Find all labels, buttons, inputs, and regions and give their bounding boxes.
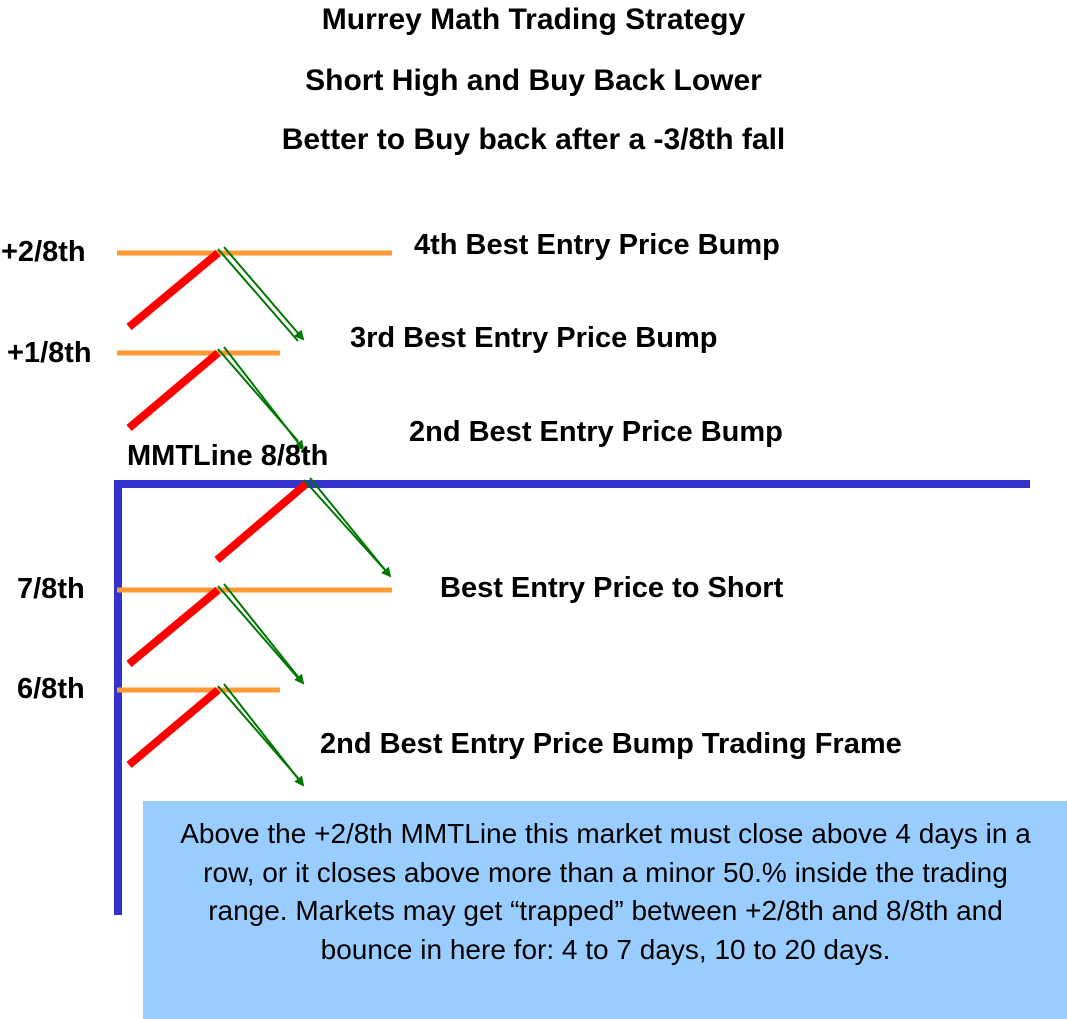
title-line-2: Short High and Buy Back Lower	[305, 64, 762, 97]
rise-line-3	[214, 480, 309, 564]
level-label-mmt-8-8: MMTLine 8/8th	[127, 440, 329, 472]
explanation-note-text: Above the +2/8th MMTLine this market mus…	[180, 818, 1031, 965]
fall-arrow-5	[217, 683, 305, 787]
rise-line-2	[126, 349, 221, 432]
title-line-3: Better to Buy back after a -3/8th fall	[281, 123, 786, 156]
explanation-note-box: Above the +2/8th MMTLine this market mus…	[143, 801, 1067, 1019]
annotation-4th-best-entry: 4th Best Entry Price Bump	[414, 229, 780, 261]
fall-arrow-3	[303, 477, 392, 578]
rise-line-1	[126, 249, 221, 331]
annotation-trading-frame: 2nd Best Entry Price Bump Trading Frame	[320, 728, 902, 760]
level-label-plus-2-8: +2/8th	[1, 236, 86, 268]
level-label-6-8: 6/8th	[17, 673, 85, 705]
annotation-3rd-best-entry: 3rd Best Entry Price Bump	[350, 322, 718, 354]
level-label-plus-1-8: +1/8th	[7, 337, 92, 369]
level-label-7-8: 7/8th	[17, 573, 85, 605]
rise-line-4	[126, 586, 221, 668]
title-line-1: Murrey Math Trading Strategy	[321, 3, 746, 36]
fall-arrow-4	[217, 583, 305, 685]
annotation-2nd-best-entry: 2nd Best Entry Price Bump	[409, 416, 783, 448]
rise-line-5	[126, 686, 221, 769]
fall-arrow-2	[217, 346, 305, 451]
annotation-best-entry-short: Best Entry Price to Short	[440, 572, 784, 604]
fall-arrow-1	[217, 246, 305, 342]
